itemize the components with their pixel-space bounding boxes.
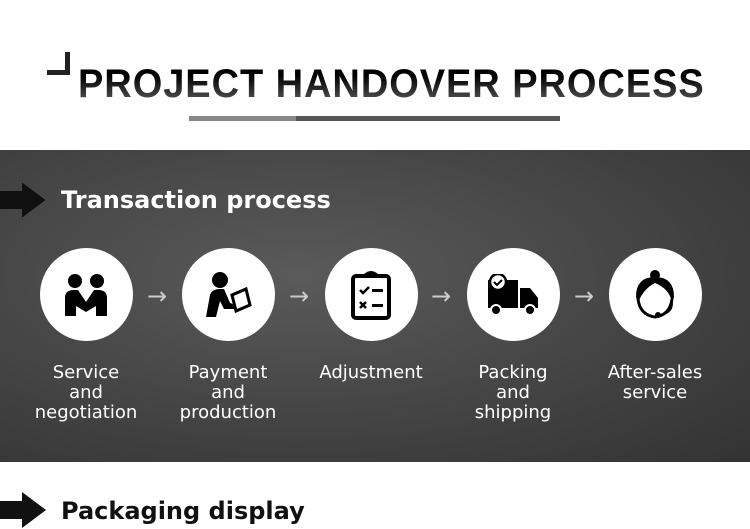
delivery-truck-icon <box>466 248 560 341</box>
section-arrow-icon <box>0 492 46 528</box>
step-after-sales: After-sales service <box>585 248 725 403</box>
arrow-right-icon: → <box>574 282 595 310</box>
step-payment: Payment and production <box>158 248 298 423</box>
customer-service-headset-icon <box>608 248 702 341</box>
person-tablet-icon <box>181 248 275 341</box>
step-label: Adjustment <box>319 362 423 383</box>
handshake-people-icon <box>39 248 133 341</box>
step-label: Packing and shipping <box>474 362 552 423</box>
step-packing: Packing and shipping <box>443 248 583 423</box>
arrow-right-icon: → <box>289 282 310 310</box>
arrow-right-icon: → <box>147 282 168 310</box>
section-title-transaction: Transaction process <box>61 186 331 214</box>
step-adjustment: Adjustment <box>301 248 441 383</box>
step-label: After-sales service <box>607 362 703 403</box>
page-title: PROJECT HANDOVER PROCESS <box>78 62 705 106</box>
arrow-right-icon: → <box>431 282 452 310</box>
title-underline-dark <box>296 116 560 121</box>
section-arrow-icon <box>0 182 46 218</box>
title-underline-light <box>189 116 296 121</box>
section-title-packaging: Packaging display <box>61 497 305 525</box>
step-service: Service and negotiation <box>16 248 156 423</box>
clipboard-checklist-icon <box>324 248 418 341</box>
corner-decoration <box>47 52 70 75</box>
step-label: Payment and production <box>179 362 277 423</box>
step-label: Service and negotiation <box>34 362 138 423</box>
